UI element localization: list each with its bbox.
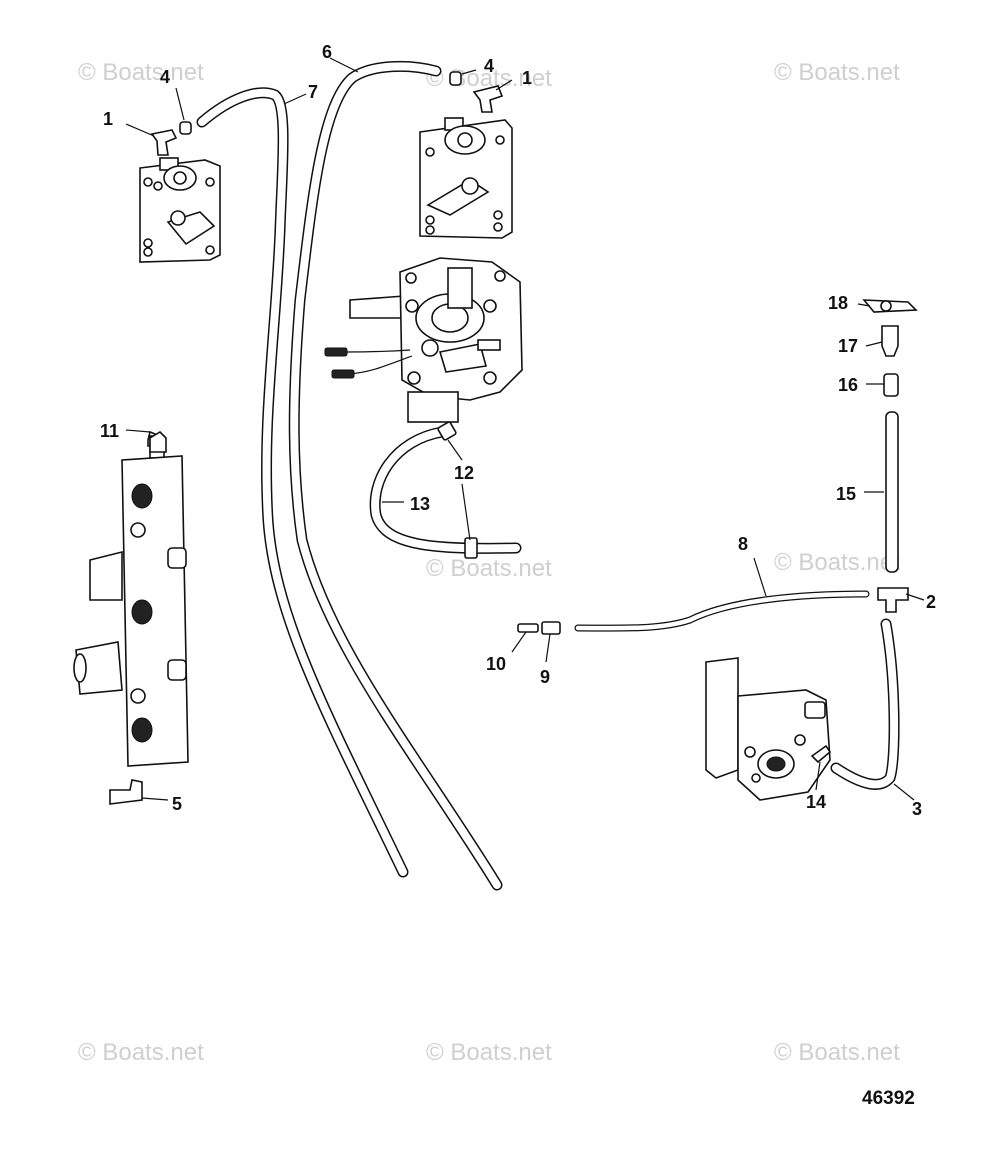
leader-lines <box>125 57 925 801</box>
callout-6: 6 <box>322 42 332 62</box>
tee-fitting-2 <box>877 587 909 613</box>
callout-16: 16 <box>838 375 858 395</box>
fitting-14 <box>810 744 832 764</box>
watermark: © Boats.net <box>78 59 204 86</box>
callout-4: 4 <box>160 67 170 87</box>
carburetor-body <box>324 257 523 423</box>
callout-5: 5 <box>172 794 182 814</box>
cap-4-left <box>179 121 192 135</box>
check-valve-17 <box>881 325 899 357</box>
callout-1: 1 <box>103 109 113 129</box>
callout-15: 15 <box>836 484 856 504</box>
fuel-pump-assembly <box>73 430 189 767</box>
hose-6 <box>288 60 503 891</box>
callout-1: 1 <box>522 68 532 88</box>
watermark: © Boats.net <box>774 1039 900 1066</box>
watermark-group: © Boats.net © Boats.net © Boats.net © Bo… <box>78 59 900 1066</box>
housing-lower-right <box>705 657 831 801</box>
watermark: © Boats.net <box>774 549 900 576</box>
fitting-10 <box>517 623 539 633</box>
callout-12: 12 <box>454 463 474 483</box>
hose-7 <box>196 87 409 878</box>
callout-17: 17 <box>838 336 858 356</box>
callout-8: 8 <box>738 534 748 554</box>
elbow-5 <box>109 779 143 805</box>
carburetor-plate-right <box>419 117 513 239</box>
callout-labels: 1 4 6 7 4 1 18 17 16 11 12 13 15 8 2 10 … <box>100 42 936 819</box>
hose-8 <box>574 590 870 632</box>
carburetor-plate-left <box>139 157 221 263</box>
fitting-11 <box>149 430 167 453</box>
callout-11: 11 <box>100 421 119 441</box>
cap-4-right <box>449 71 462 86</box>
fitting-1-left <box>150 129 178 156</box>
callout-3: 3 <box>912 799 922 819</box>
callout-4: 4 <box>484 56 494 76</box>
figure-number: 46392 <box>862 1088 915 1109</box>
watermark: © Boats.net <box>426 1039 552 1066</box>
callout-18: 18 <box>828 293 848 313</box>
callout-7: 7 <box>308 82 318 102</box>
hose-3 <box>830 618 900 790</box>
clip-18 <box>862 299 918 313</box>
watermark: © Boats.net <box>774 59 900 86</box>
callout-9: 9 <box>540 667 550 687</box>
hose-13 <box>369 426 522 554</box>
clip-12 <box>437 421 478 559</box>
connector-9 <box>541 621 561 635</box>
watermark: © Boats.net <box>78 1039 204 1066</box>
callout-13: 13 <box>410 494 430 514</box>
callout-2: 2 <box>926 592 936 612</box>
callout-10: 10 <box>486 654 506 674</box>
hose-15 <box>885 411 899 573</box>
callout-14: 14 <box>806 792 826 812</box>
connector-16 <box>883 373 899 397</box>
watermark: © Boats.net <box>426 555 552 582</box>
